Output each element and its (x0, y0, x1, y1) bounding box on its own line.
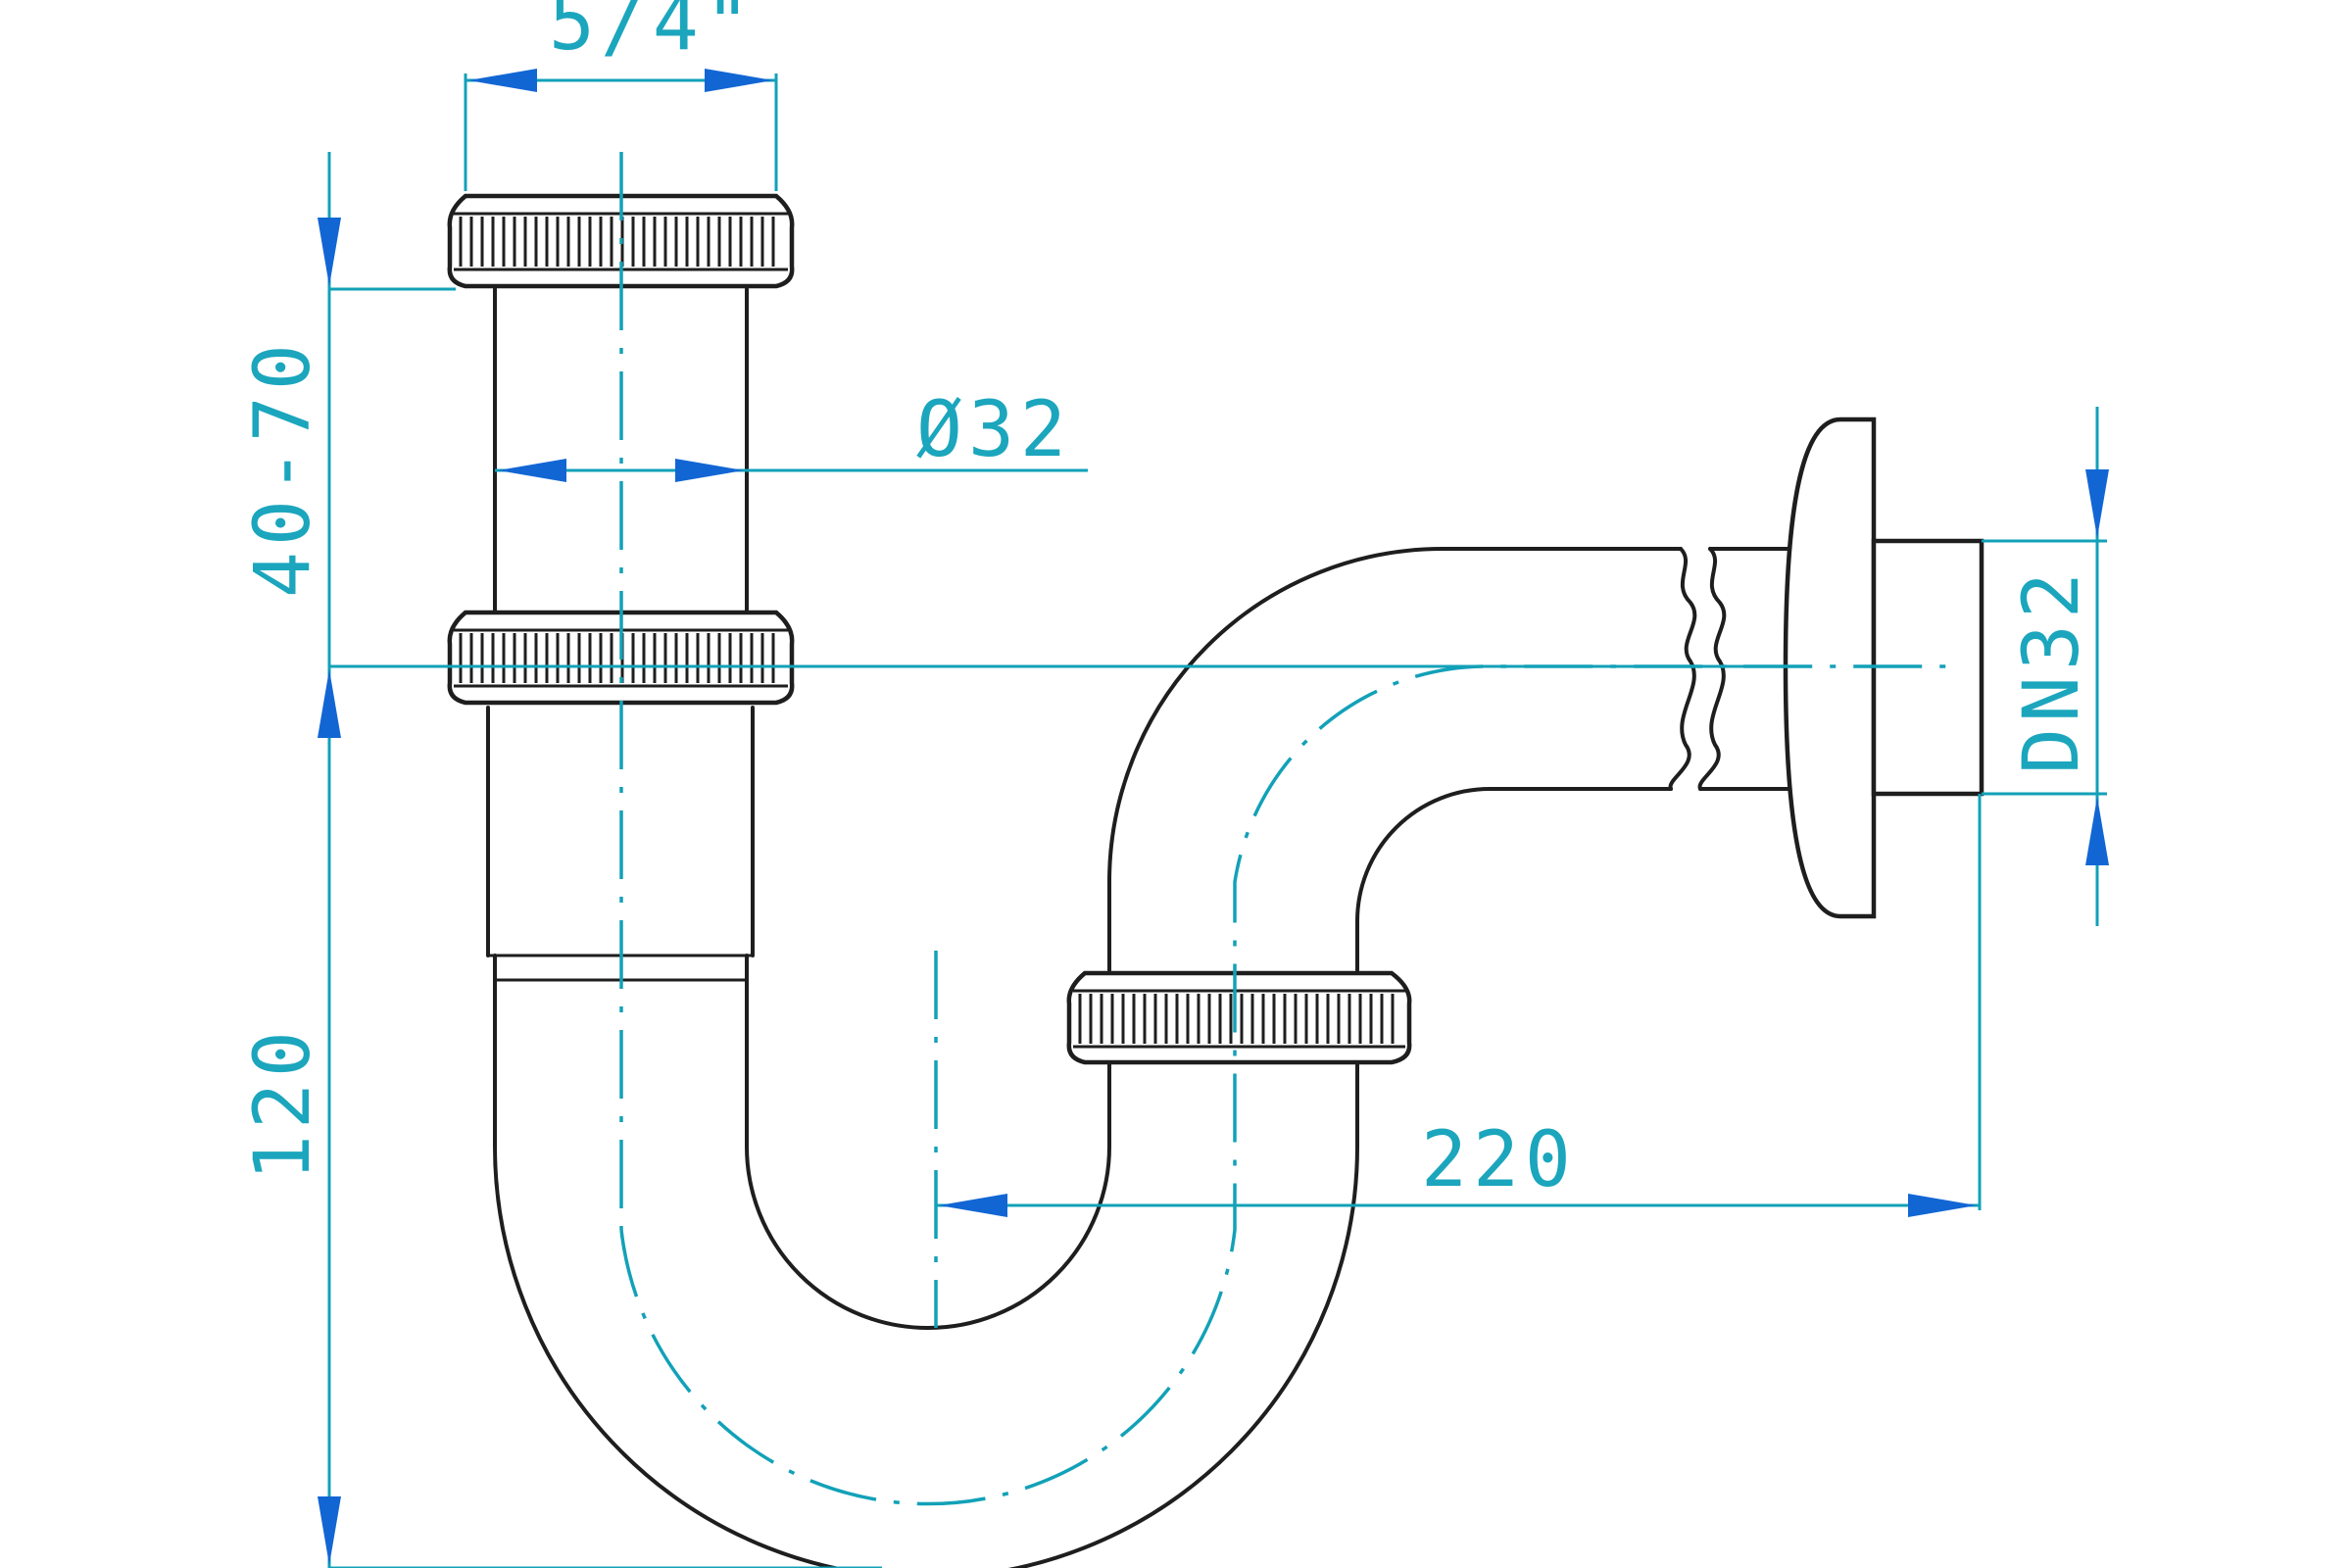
lower-right-nut (1066, 970, 1412, 1065)
outlet-size-label: DN32 (2008, 566, 2096, 774)
center-lines (619, 152, 1960, 1506)
trap-pipe (486, 287, 1800, 1568)
drop-height-label: 120 (239, 1025, 327, 1181)
thread-size-label: 5/4" (549, 0, 757, 68)
adjust-range-label: 40-70 (239, 338, 327, 598)
dimension-lines (318, 69, 2109, 1568)
outlet-length-label: 220 (1421, 1116, 1577, 1204)
tube-diameter-label: Ø32 (916, 386, 1072, 474)
